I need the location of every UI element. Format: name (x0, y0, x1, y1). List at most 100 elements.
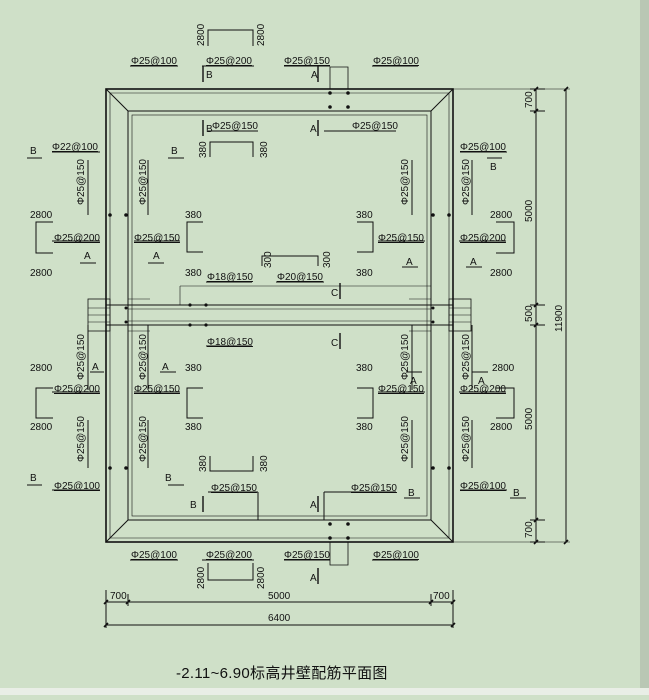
note-top-r25-100-left: Φ25@100 (131, 56, 177, 67)
note-r25-150-right-lower: Φ25@150 (378, 384, 424, 395)
note-top-r25-150: Φ25@150 (284, 56, 330, 67)
section-mark-c-upper: C (331, 288, 338, 299)
note-r20-150: Φ20@150 (277, 272, 323, 283)
dim-inner-380-lower-right: 380 (259, 455, 270, 472)
section-mark-a-2: A (153, 251, 160, 262)
note-vert-r25-150-7: Φ25@150 (400, 334, 411, 380)
section-mark-b-right-outer: B (513, 488, 520, 499)
dim-380-4: 380 (356, 268, 373, 279)
section-mark-c-lower: C (331, 338, 338, 349)
section-mark-left-b-lower: B (30, 473, 37, 484)
dim-right-2800-d: 2800 (490, 422, 513, 433)
dim-bottom-2800-right: 2800 (256, 566, 267, 589)
drawing-title: -2.11~6.90标高井壁配筋平面图 (176, 665, 388, 682)
section-mark-b-upper: B (171, 146, 178, 157)
section-mark-a-bottom: A (310, 573, 317, 584)
dim-left-2800-d: 2800 (30, 422, 53, 433)
dim-right-11900: 11900 (554, 304, 565, 332)
dim-380-5: 380 (185, 363, 202, 374)
note-right-r25-100-lower: Φ25@100 (460, 481, 506, 492)
dim-380-8: 380 (356, 422, 373, 433)
dim-right-2800-b: 2800 (490, 268, 513, 279)
note-r25-200-left-upper: Φ25@200 (54, 233, 100, 244)
section-mark-b-bottom-inner: B (190, 500, 197, 511)
note-top-r25-200: Φ25@200 (206, 56, 252, 67)
note-vert-r25-150-8: Φ25@150 (461, 334, 472, 380)
note-r25-150-right-upper: Φ25@150 (378, 233, 424, 244)
dim-right-700-bottom: 700 (524, 521, 535, 538)
section-mark-inner-b: B (206, 124, 213, 135)
section-mark-a-bottom-inner: A (310, 500, 317, 511)
note-vert-r25-150-10: Φ25@150 (138, 416, 149, 462)
note-left-r25-100-lower: Φ25@100 (54, 481, 100, 492)
note-left-r22-100: Φ22@100 (52, 142, 98, 153)
dim-left-2800-a: 2800 (30, 210, 53, 221)
note-vert-r25-150-5: Φ25@150 (76, 334, 87, 380)
section-mark-a-5: A (92, 362, 99, 373)
dim-380-3: 380 (356, 210, 373, 221)
window-edge (640, 0, 649, 695)
dim-left-2800-b: 2800 (30, 268, 53, 279)
dim-top-2800-left: 2800 (196, 23, 207, 46)
dim-380-6: 380 (185, 422, 202, 433)
note-r25-150-left-upper: Φ25@150 (134, 233, 180, 244)
dim-top-2800-right: 2800 (256, 23, 267, 46)
note-inner-bottom-r25-150-left: Φ25@150 (211, 483, 257, 494)
note-r25-200-left-lower: Φ25@200 (54, 384, 100, 395)
dim-right-500: 500 (524, 305, 535, 322)
note-vert-r25-150-4: Φ25@150 (461, 159, 472, 205)
note-r25-200-right-lower: Φ25@200 (460, 384, 506, 395)
note-r25-200-right-upper: Φ25@200 (460, 233, 506, 244)
dim-bottom-2800-left: 2800 (196, 566, 207, 589)
dim-bottom-700-left: 700 (110, 591, 127, 602)
note-vert-r25-150-9: Φ25@150 (76, 416, 87, 462)
section-mark-a-1: A (84, 251, 91, 262)
dim-300-left: 300 (263, 251, 274, 268)
note-bottom-r25-100-left: Φ25@100 (131, 550, 177, 561)
section-mark-left-b: B (30, 146, 37, 157)
dim-380-2: 380 (185, 268, 202, 279)
section-mark-top-a: A (311, 70, 318, 81)
dim-right-5000-lower: 5000 (524, 407, 535, 430)
dim-inner-380-right: 380 (259, 141, 270, 158)
note-inner-top-r25-150-left: Φ25@150 (212, 121, 258, 132)
note-bottom-r25-100-right: Φ25@100 (373, 550, 419, 561)
dim-inner-380-lower-left: 380 (198, 455, 209, 472)
bottom-edge (0, 688, 649, 695)
inner-wall (127, 110, 432, 521)
note-bottom-r25-150: Φ25@150 (284, 550, 330, 561)
note-inner-bottom-r25-150-right: Φ25@150 (351, 483, 397, 494)
section-mark-inner-a: A (310, 124, 317, 135)
dim-right-5000-upper: 5000 (524, 199, 535, 222)
section-mark-a-7: A (410, 376, 417, 387)
dim-380-7: 380 (356, 363, 373, 374)
note-bottom-r25-200: Φ25@200 (206, 550, 252, 561)
section-mark-a-3: A (406, 257, 413, 268)
section-mark-b-lower: B (165, 473, 172, 484)
section-mark-a-4: A (470, 257, 477, 268)
dim-380-1: 380 (185, 210, 202, 221)
section-mark-right-b: B (490, 162, 497, 173)
note-top-r25-100-right: Φ25@100 (373, 56, 419, 67)
section-mark-a-8: A (478, 376, 485, 387)
dim-right-2800-c: 2800 (492, 363, 515, 374)
note-right-r25-100-upper: Φ25@100 (460, 142, 506, 153)
note-vert-r25-150-6: Φ25@150 (138, 334, 149, 380)
section-mark-a-6: A (162, 362, 169, 373)
note-vert-r25-150-2: Φ25@150 (138, 159, 149, 205)
middle-partition (105, 304, 454, 326)
dim-right-2800-a: 2800 (490, 210, 513, 221)
dim-bottom-5000: 5000 (268, 591, 291, 602)
note-r18-150-upper: Φ18@150 (207, 272, 253, 283)
dim-300-right: 300 (322, 251, 333, 268)
section-mark-top-b: B (206, 70, 213, 81)
note-vert-r25-150-1: Φ25@150 (76, 159, 87, 205)
dim-inner-380-left: 380 (198, 141, 209, 158)
note-vert-r25-150-11: Φ25@150 (400, 416, 411, 462)
note-inner-top-r25-150-right: Φ25@150 (352, 121, 398, 132)
section-mark-b-right-inner: B (408, 488, 415, 499)
dim-right-700-top: 700 (524, 91, 535, 108)
note-vert-r25-150-12: Φ25@150 (461, 416, 472, 462)
